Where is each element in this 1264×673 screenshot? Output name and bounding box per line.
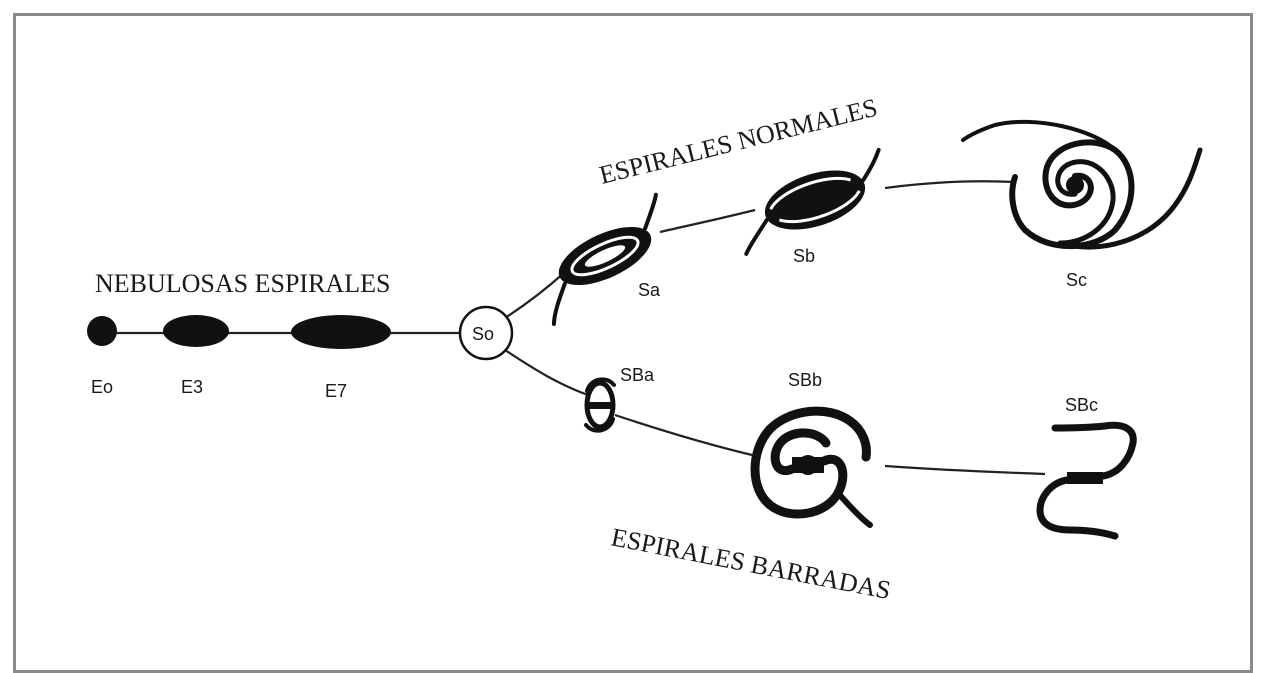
branch-line-to-sba [504, 349, 589, 397]
barred-spirals-title: ESPIRALES BARRADAS [609, 522, 893, 605]
line-sba-to-sbb [614, 413, 753, 457]
branch-line-to-sa [504, 271, 566, 319]
sba-label: SBa [620, 365, 655, 385]
sbb-label: SBb [788, 370, 822, 390]
s0-galaxy-shape [458, 305, 514, 361]
line-sa-to-sb [659, 208, 756, 234]
sb-galaxy-shape [744, 147, 881, 256]
ellipticals-title: NEBULOSAS ESPIRALES [95, 269, 390, 298]
sc-label: Sc [1066, 270, 1087, 290]
sbc-galaxy-shape [1036, 421, 1137, 540]
e7-galaxy-shape [291, 315, 391, 349]
sb-label: Sb [793, 246, 815, 266]
line-sbb-to-sbc [884, 464, 1046, 476]
sa-label: Sa [638, 280, 661, 300]
sa-galaxy-shape [551, 192, 658, 326]
line-sb-to-sc [884, 180, 1016, 190]
sc-galaxy-shape [961, 119, 1203, 250]
hubble-tuning-fork-diagram: NEBULOSAS ESPIRALES ESPIRALES NORMALES E… [87, 93, 1203, 605]
s0-label: So [472, 324, 494, 344]
e7-label: E7 [325, 381, 347, 401]
sbc-label: SBc [1065, 395, 1098, 415]
sba-galaxy-shape [584, 377, 616, 433]
sbb-galaxy-shape [750, 406, 873, 528]
e3-label: E3 [181, 377, 203, 397]
e0-galaxy-shape [87, 316, 117, 346]
e0-label: Eo [91, 377, 113, 397]
e3-galaxy-shape [163, 315, 229, 347]
